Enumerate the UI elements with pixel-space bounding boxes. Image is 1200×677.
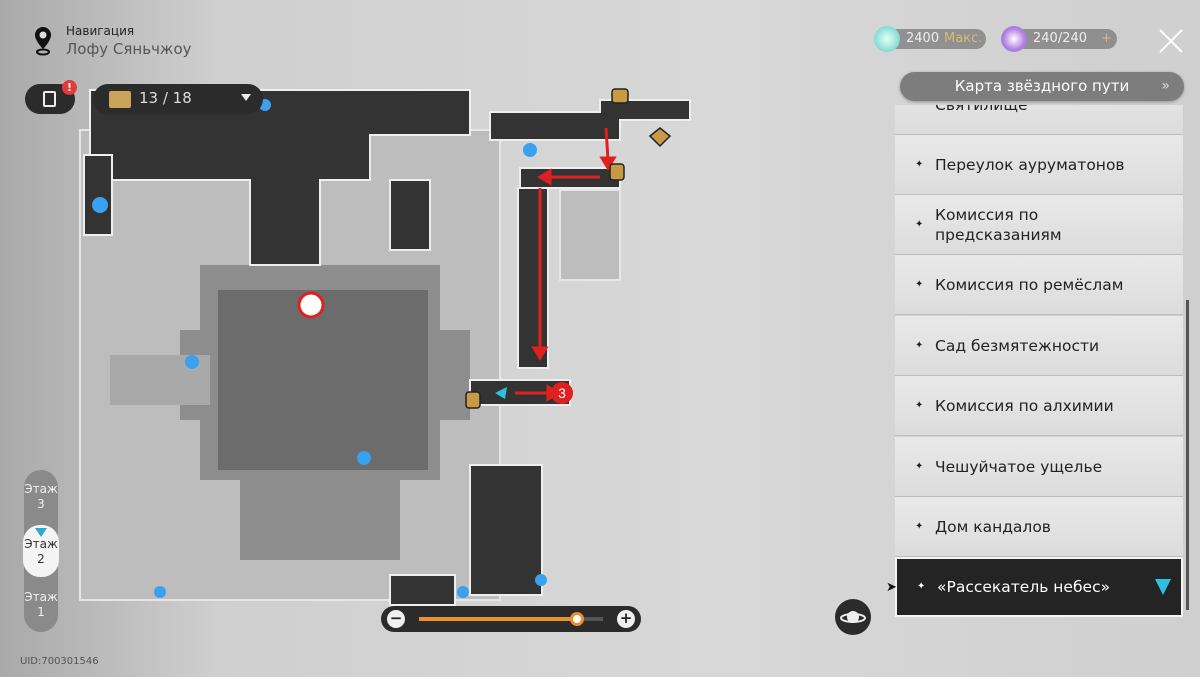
location-pin-icon xyxy=(35,27,51,56)
planet-icon xyxy=(840,611,866,623)
star-icon: ✦ xyxy=(915,520,924,532)
location-item-selected[interactable]: ✦ «Рассекатель небес» xyxy=(895,557,1183,617)
floor-1-button[interactable]: Этаж 1 xyxy=(24,590,58,619)
header-title: Навигация xyxy=(66,24,135,38)
location-item[interactable]: ✦ Комиссия по предсказаниям xyxy=(895,195,1183,255)
treasure-chest-icon xyxy=(109,91,131,108)
list-scrollbar[interactable] xyxy=(1186,300,1189,610)
location-label: Комиссия по ремёслам xyxy=(935,275,1124,294)
location-label: Чешуйчатое ущелье xyxy=(935,457,1103,476)
stellar-jade-icon xyxy=(874,26,900,52)
star-icon: ✦ xyxy=(915,399,924,411)
floor-3-button[interactable]: Этаж 3 xyxy=(24,482,58,511)
floor-selector[interactable]: Этаж 3 Этаж 2 Этаж 1 xyxy=(23,470,59,632)
star-icon: ✦ xyxy=(917,581,926,592)
chest-count: 13 / 18 xyxy=(139,89,192,107)
zoom-slider-fill xyxy=(419,617,578,621)
dropdown-arrow-icon xyxy=(241,94,251,101)
clipboard-icon xyxy=(43,91,56,107)
star-icon: ✦ xyxy=(915,460,924,472)
currency-value: 2400 xyxy=(906,31,940,46)
location-item[interactable]: ✦ Комиссия по алхимии xyxy=(895,376,1183,436)
location-list[interactable]: Святилище ✦ Переулок ауруматонов ✦ Комисси… xyxy=(895,105,1183,617)
location-label: Дом кандалов xyxy=(935,517,1051,536)
location-label: Святилище xyxy=(935,105,1028,115)
chest-counter-dropdown[interactable]: 13 / 18 xyxy=(93,84,263,114)
close-icon[interactable] xyxy=(1158,28,1184,54)
user-id: UID:700301546 xyxy=(20,656,99,667)
location-label: Комиссия по алхимии xyxy=(935,396,1114,415)
star-icon: ✦ xyxy=(915,339,924,351)
location-item[interactable]: ✦ Чешуйчатое ущелье xyxy=(895,437,1183,497)
route-step-number: 3 xyxy=(558,385,566,401)
currency-max-label: Макс. xyxy=(944,31,983,46)
add-power-button[interactable]: + xyxy=(1101,31,1112,46)
location-item[interactable]: ✦ Сад безмятежности xyxy=(895,316,1183,376)
selection-arrow-icon: ➤ xyxy=(886,580,897,595)
location-label: Сад безмятежности xyxy=(935,336,1100,355)
planet-icon-button[interactable] xyxy=(835,599,871,635)
current-position-icon xyxy=(1155,579,1171,595)
quest-log-button[interactable] xyxy=(25,84,75,114)
route-button-label: Карта звёздного пути xyxy=(954,77,1130,95)
zoom-control: − + xyxy=(381,606,641,632)
location-label: Переулок ауруматонов xyxy=(935,155,1125,174)
trailblaze-power-icon xyxy=(1001,26,1027,52)
notification-badge: ! xyxy=(62,80,77,95)
player-arrow-icon xyxy=(495,387,507,399)
star-rail-map-button[interactable]: Карта звёздного пути » xyxy=(900,72,1184,101)
floor-2-button[interactable]: Этаж 2 xyxy=(23,525,59,577)
target-marker-icon xyxy=(297,291,325,319)
star-icon: ✦ xyxy=(915,218,924,230)
currency-value: 240/240 xyxy=(1033,31,1088,46)
stellar-jade-counter: 2400 Макс. xyxy=(874,26,986,52)
map-canvas[interactable]: 3 xyxy=(0,0,880,640)
npc-icons xyxy=(465,88,672,409)
location-label: Комиссия по предсказаниям xyxy=(935,205,1062,244)
chevron-right-icon: » xyxy=(1161,78,1170,94)
location-label: «Рассекатель небес» xyxy=(937,578,1111,596)
location-item[interactable]: ✦ Дом кандалов xyxy=(895,497,1183,557)
zoom-in-button[interactable]: + xyxy=(617,610,635,628)
zoom-slider[interactable] xyxy=(419,612,603,626)
location-item[interactable]: Святилище xyxy=(895,105,1183,135)
trailblaze-power-counter: 240/240 + xyxy=(1001,26,1117,52)
star-icon: ✦ xyxy=(915,278,924,290)
star-icon: ✦ xyxy=(915,158,924,170)
zoom-slider-handle[interactable] xyxy=(570,612,585,626)
zoom-out-button[interactable]: − xyxy=(387,610,405,628)
location-name: Лофу Сяньчжоу xyxy=(66,40,192,58)
floor-label: Этаж 2 xyxy=(24,537,58,566)
current-floor-marker-icon xyxy=(35,528,47,537)
location-item[interactable]: ✦ Переулок ауруматонов xyxy=(895,135,1183,195)
location-item[interactable]: ✦ Комиссия по ремёслам xyxy=(895,255,1183,315)
